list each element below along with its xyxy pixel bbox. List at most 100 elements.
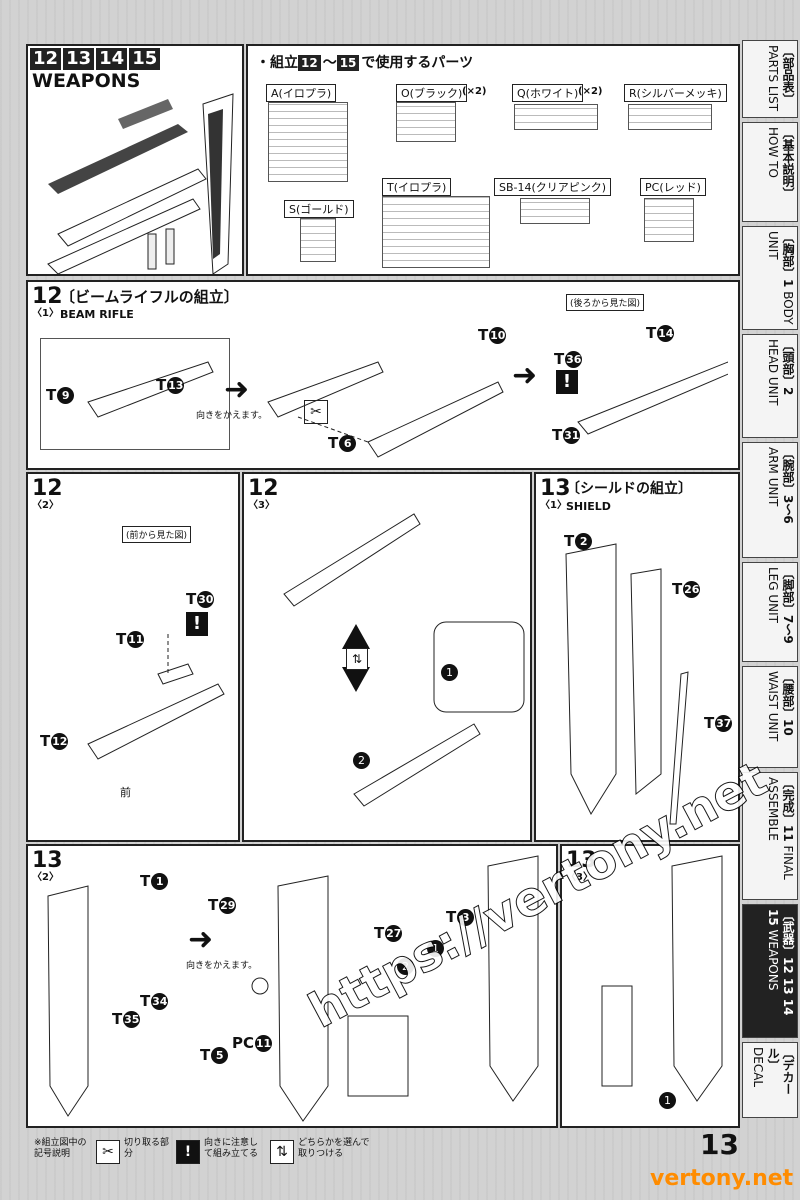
sprue-label-a: A(イロプラ) xyxy=(266,84,337,102)
orientation-warning-icon: ! xyxy=(556,370,578,394)
step-13-1-subtitle: SHIELD xyxy=(566,500,611,513)
step-13-1-number: 13〈1〉 xyxy=(540,476,571,512)
step-12-1-title: 〔ビームライフルの組立〕 xyxy=(60,288,239,306)
step-circle: 2 xyxy=(397,958,414,975)
orientation-warning-icon: ! xyxy=(186,612,208,636)
legend-text: 切り取る部分 xyxy=(124,1138,170,1159)
arrow-icon: ➜ xyxy=(224,372,250,407)
sprue-a xyxy=(268,102,348,182)
multiplier: (×2) xyxy=(578,86,603,97)
arrow-icon: ➜ xyxy=(512,358,538,393)
view-note: (前から見た図) xyxy=(122,526,192,543)
arrow-icon: ➜ xyxy=(188,922,214,957)
page-number: 13 xyxy=(700,1128,739,1161)
step-12-1-number: 12〈1〉 xyxy=(32,284,63,320)
tab-how-to[interactable]: 〔基本説明〕 HOW TO xyxy=(742,122,798,222)
rifle-frame xyxy=(40,338,230,450)
assembly-illustration xyxy=(283,513,525,807)
choose-option-icon: ⇅ xyxy=(270,1140,294,1164)
step-12-3-panel: 12〈3〉 ⇅ 1 2 xyxy=(242,472,532,842)
choose-option-icon: ⇅ xyxy=(346,648,368,670)
tab-parts-list[interactable]: 〔部品表〕 PARTS LIST xyxy=(742,40,798,118)
shield-arm-illustration xyxy=(601,855,723,1102)
sprue-label-o: O(ブラック) xyxy=(396,84,468,102)
step-12-2-number: 12〈2〉 xyxy=(32,476,63,512)
sprue-o xyxy=(396,102,456,142)
tab-weapons[interactable]: 〔武器〕12 13 14 15 WEAPONS xyxy=(742,904,798,1038)
watermark-corner: vertony.net xyxy=(650,1166,794,1191)
turn-note: 向きをかえます。 xyxy=(186,961,258,971)
sprue-sb14 xyxy=(520,198,590,224)
shield-illustration xyxy=(565,543,689,825)
step-circle: 1 xyxy=(441,664,458,681)
legend-text: 向きに注意して組み立てる xyxy=(204,1138,259,1159)
symbol-legend-title: ※組立図中の記号説明 xyxy=(34,1138,87,1159)
tab-final-assemble[interactable]: 〔完成〕11 FINAL ASSEMBLE xyxy=(742,772,798,900)
step-circle: 1 xyxy=(659,1092,676,1109)
tab-body-unit[interactable]: 〔胸部〕1 BODY UNIT xyxy=(742,226,798,330)
step-circle: 2 xyxy=(353,752,370,769)
tab-head-unit[interactable]: 〔頭部〕2 HEAD UNIT xyxy=(742,334,798,438)
step-number: 13 xyxy=(63,48,95,70)
view-note: (後ろから見た図) xyxy=(566,294,645,311)
scissors-icon: ✂ xyxy=(96,1140,120,1164)
sprue-label-pc: PC(レッド) xyxy=(640,178,706,196)
step-12-3-number: 12〈3〉 xyxy=(248,476,279,512)
tab-arm-unit[interactable]: 〔腕部〕3〜6 ARM UNIT xyxy=(742,442,798,558)
multiplier: (×2) xyxy=(462,86,487,97)
legend-text: どちらかを選んで取りつける xyxy=(298,1138,370,1159)
step-number: 15 xyxy=(129,48,161,70)
step-13-3-number: 13〈3〉 xyxy=(566,848,597,884)
sprue-s xyxy=(300,218,336,262)
sprue-label-r: R(シルバーメッキ) xyxy=(624,84,727,102)
tab-leg-unit[interactable]: 〔脚部〕7〜9 LEG UNIT xyxy=(742,562,798,662)
tab-waist-unit[interactable]: 〔腰部〕10 WAIST UNIT xyxy=(742,666,798,768)
sprue-r xyxy=(628,104,712,130)
sprue-label-sb14: SB-14(クリアピンク) xyxy=(494,178,612,196)
sprue-t xyxy=(382,196,490,268)
sprue-q xyxy=(514,104,598,130)
step-13-1-title: 〔シールドの組立〕 xyxy=(566,481,692,497)
weapons-illustration xyxy=(47,93,234,274)
front-direction-label: 前 xyxy=(120,786,131,799)
step-13-2-number: 13〈2〉 xyxy=(32,848,63,884)
shield-assembly-illustration xyxy=(47,855,539,1122)
sprue-label-q: Q(ホワイト) xyxy=(512,84,584,102)
weapons-title: WEAPONS xyxy=(32,70,141,92)
step-13-3-panel: 13〈3〉 1 xyxy=(560,844,740,1128)
rifle-illustration xyxy=(87,361,728,458)
turn-note: 向きをかえます。 xyxy=(196,411,268,421)
scissors-icon: ✂ xyxy=(304,400,328,424)
step-12-1-panel: 12〈1〉 〔ビームライフルの組立〕 BEAM RIFLE ➜ 向きをかえます。… xyxy=(26,280,740,470)
tab-decal[interactable]: 〔デカール〕 DECAL xyxy=(742,1042,798,1118)
sprue-label-t: T(イロプラ) xyxy=(382,178,452,196)
step-12-1-subtitle: BEAM RIFLE xyxy=(60,308,134,321)
step-circle: 1 xyxy=(427,940,444,957)
sprue-pc xyxy=(644,198,694,242)
warning-icon: ! xyxy=(176,1140,200,1164)
